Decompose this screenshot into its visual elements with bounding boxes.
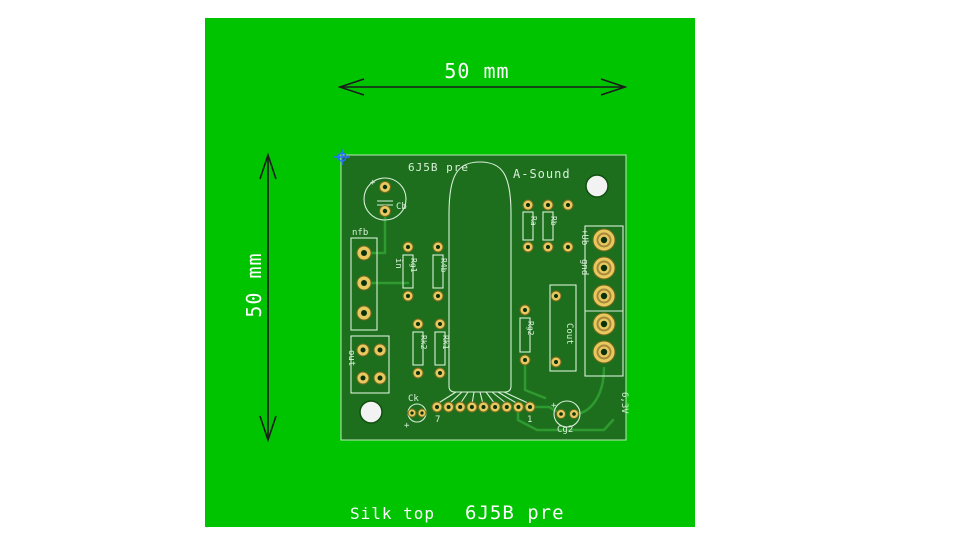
resistor-rg2: Rg2 — [519, 304, 535, 366]
r4b-label: R4b — [439, 258, 448, 273]
arrowhead-down-icon — [259, 415, 277, 443]
terminal-block-right: +Ub gnd — [579, 225, 624, 377]
pin-1-label: 1 — [527, 415, 532, 425]
silk-title: 6J5B pre — [408, 161, 469, 174]
arrowhead-up-icon — [259, 152, 277, 180]
component-cg2: + Cg2 — [551, 400, 581, 435]
gnd-label: gnd — [579, 259, 589, 275]
cout-label: Cout — [564, 323, 574, 345]
supply-feed-pads — [562, 199, 574, 253]
vertical-dimension: 50 mm — [242, 152, 277, 443]
horizontal-dimension: 50 mm — [337, 59, 628, 96]
mounting-hole-top-right — [585, 174, 609, 198]
component-ck: Ck + — [404, 394, 427, 431]
ra-label: Ra — [529, 216, 538, 226]
connector-out: out — [346, 335, 390, 394]
resistor-rb: Rb — [542, 199, 558, 253]
pin-7-label: 7 — [435, 415, 440, 425]
arrowhead-right-icon — [600, 78, 628, 96]
rk1-label: Rk1 — [441, 335, 450, 350]
horizontal-dimension-label: 50 mm — [444, 59, 509, 83]
tube-outline — [436, 161, 531, 405]
arrowhead-left-icon — [337, 78, 365, 96]
footer-project-name: 6J5B pre — [465, 502, 565, 524]
cg2-label: Cg2 — [557, 425, 573, 435]
rg1-label: Rg1 — [409, 258, 418, 273]
cb-plus-mark: + — [370, 178, 376, 188]
rk2-label: Rk2 — [419, 335, 428, 350]
resistor-rk2: Rk2 — [412, 318, 428, 379]
resistor-rk1: Rk1 — [434, 318, 450, 379]
pcb-drawing: 50 mm 50 mm — [242, 59, 629, 524]
tube-pin-pads — [431, 401, 536, 413]
cg2-plus-mark: + — [551, 401, 557, 411]
in-label: in — [393, 258, 403, 269]
connector-nfb: nfb in — [350, 228, 403, 331]
cb-label: Cb — [396, 202, 407, 212]
pcb-canvas: 50 mm 50 mm — [205, 18, 695, 527]
heater-voltage-label: 6,3V — [619, 392, 629, 414]
mounting-hole-bottom-left — [359, 400, 383, 424]
ck-plus-mark: + — [404, 421, 410, 431]
rb-label: Rb — [549, 216, 558, 226]
component-cout: Cout — [549, 284, 577, 372]
nfb-label: nfb — [352, 228, 368, 238]
resistor-rg1: Rg1 — [402, 241, 418, 302]
component-cb: + Cb — [363, 177, 407, 221]
out-label: out — [346, 350, 356, 366]
origin-crosshair-icon — [334, 149, 350, 165]
resistor-ra: Ra — [522, 199, 538, 253]
pcb-board-outline — [340, 154, 627, 441]
ck-label: Ck — [408, 394, 419, 404]
resistor-r4b: R4b — [432, 241, 448, 302]
footer-layer-name: Silk top — [350, 504, 435, 523]
silk-brand: A-Sound — [513, 167, 571, 181]
vertical-dimension-label: 50 mm — [242, 252, 266, 317]
ub-label: +Ub — [579, 229, 589, 245]
rg2-label: Rg2 — [526, 321, 535, 336]
